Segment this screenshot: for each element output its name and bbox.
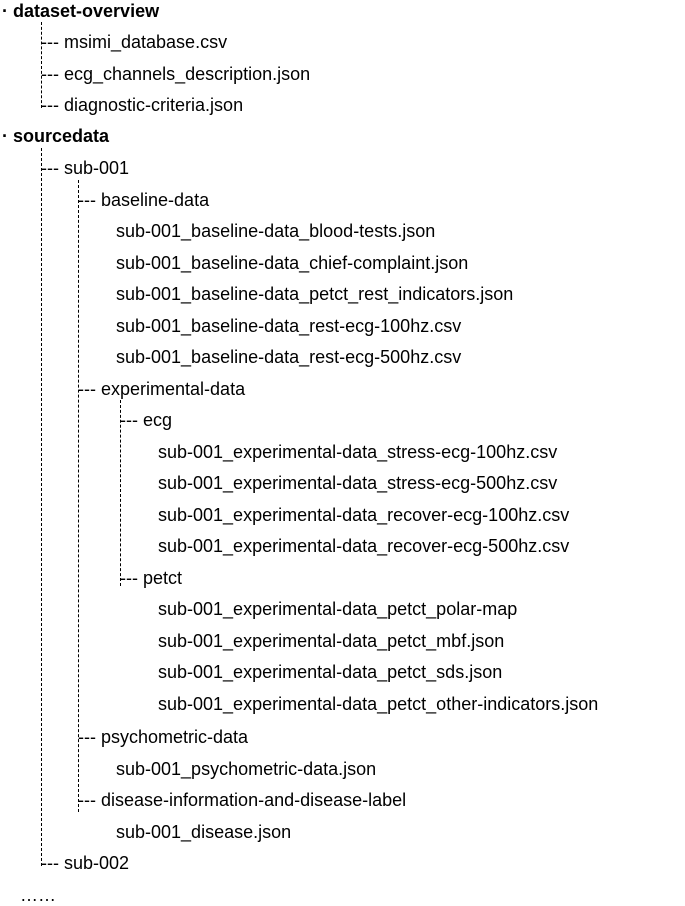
file-item[interactable]: sub-001_experimental-data_stress-ecg-500… [158, 472, 557, 494]
branch-connector: --- [78, 727, 96, 747]
folder-psychometric-data[interactable]: --- psychometric-data [78, 726, 248, 748]
file-item[interactable]: sub-001_experimental-data_recover-ecg-10… [158, 504, 569, 526]
file-item[interactable]: sub-001_baseline-data_rest-ecg-500hz.csv [116, 346, 461, 368]
file-item[interactable]: sub-001_experimental-data_petct_sds.json [158, 661, 502, 683]
folder-label: petct [143, 568, 183, 588]
connector-sourcedata [41, 148, 42, 866]
file-item[interactable]: sub-001_experimental-data_petct_polar-ma… [158, 598, 517, 620]
folder-ecg[interactable]: --- ecg [120, 409, 172, 431]
bullet-icon: · [2, 126, 8, 146]
file-name: sub-001_experimental-data_stress-ecg-500… [158, 473, 558, 493]
more-ellipsis: …… [20, 885, 56, 905]
folder-label: ecg [143, 410, 173, 430]
file-name: diagnostic-criteria.json [64, 95, 244, 115]
branch-connector: --- [41, 853, 59, 873]
folder-label: sub-001 [64, 158, 130, 178]
branch-connector: --- [78, 379, 96, 399]
folder-label: experimental-data [101, 379, 246, 399]
connector-experimental-data [120, 400, 121, 586]
branch-connector: --- [120, 410, 138, 430]
folder-label: dataset-overview [13, 1, 160, 21]
folder-baseline-data[interactable]: --- baseline-data [78, 189, 209, 211]
file-item[interactable]: sub-001_disease.json [116, 821, 291, 843]
file-name: msimi_database.csv [64, 32, 228, 52]
file-name: sub-001_disease.json [116, 822, 292, 842]
file-name: sub-001_baseline-data_rest-ecg-500hz.csv [116, 347, 462, 367]
file-name: sub-001_experimental-data_petct_sds.json [158, 662, 503, 682]
folder-label: psychometric-data [101, 727, 249, 747]
file-name: ecg_channels_description.json [64, 64, 311, 84]
folder-label: sourcedata [13, 126, 110, 146]
branch-connector: --- [41, 158, 59, 178]
file-name: sub-001_baseline-data_blood-tests.json [116, 221, 436, 241]
file-name: sub-001_psychometric-data.json [116, 759, 377, 779]
file-item[interactable]: --- ecg_channels_description.json [41, 63, 310, 85]
branch-connector: --- [41, 64, 59, 84]
file-item[interactable]: sub-001_experimental-data_petct_mbf.json [158, 630, 504, 652]
file-item[interactable]: sub-001_baseline-data_blood-tests.json [116, 220, 435, 242]
file-item[interactable]: --- diagnostic-criteria.json [41, 94, 243, 116]
file-name: sub-001_baseline-data_chief-complaint.js… [116, 253, 469, 273]
file-name: sub-001_experimental-data_stress-ecg-100… [158, 442, 558, 462]
folder-petct[interactable]: --- petct [120, 567, 182, 589]
file-item[interactable]: sub-001_experimental-data_petct_other-in… [158, 693, 598, 715]
file-item[interactable]: sub-001_baseline-data_petct_rest_indicat… [116, 283, 513, 305]
branch-connector: --- [78, 790, 96, 810]
folder-label: disease-information-and-disease-label [101, 790, 407, 810]
folder-label: sub-002 [64, 853, 130, 873]
folder-sub-002[interactable]: --- sub-002 [41, 852, 129, 874]
file-name: sub-001_experimental-data_petct_mbf.json [158, 631, 505, 651]
folder-sub-001[interactable]: --- sub-001 [41, 157, 129, 179]
folder-dataset-overview[interactable]: · dataset-overview [2, 0, 159, 22]
folder-label: baseline-data [101, 190, 210, 210]
branch-connector: --- [41, 95, 59, 115]
file-name: sub-001_baseline-data_rest-ecg-100hz.csv [116, 316, 462, 336]
file-name: sub-001_experimental-data_recover-ecg-10… [158, 505, 570, 525]
file-item[interactable]: sub-001_psychometric-data.json [116, 758, 376, 780]
file-item[interactable]: sub-001_experimental-data_recover-ecg-50… [158, 535, 569, 557]
file-name: sub-001_experimental-data_petct_polar-ma… [158, 599, 518, 619]
file-name: sub-001_baseline-data_petct_rest_indicat… [116, 284, 514, 304]
file-item[interactable]: --- msimi_database.csv [41, 31, 227, 53]
folder-disease-information[interactable]: --- disease-information-and-disease-labe… [78, 789, 406, 811]
file-item[interactable]: sub-001_baseline-data_chief-complaint.js… [116, 252, 468, 274]
branch-connector: --- [120, 568, 138, 588]
branch-connector: --- [41, 32, 59, 52]
connector-dataset-overview [41, 22, 42, 108]
folder-experimental-data[interactable]: --- experimental-data [78, 378, 245, 400]
file-name: sub-001_experimental-data_recover-ecg-50… [158, 536, 570, 556]
bullet-icon: · [2, 1, 8, 21]
connector-sub-001 [78, 180, 79, 812]
file-item[interactable]: sub-001_baseline-data_rest-ecg-100hz.csv [116, 315, 461, 337]
file-item[interactable]: sub-001_experimental-data_stress-ecg-100… [158, 441, 557, 463]
branch-connector: --- [78, 190, 96, 210]
file-name: sub-001_experimental-data_petct_other-in… [158, 694, 599, 714]
folder-sourcedata[interactable]: · sourcedata [2, 125, 109, 147]
